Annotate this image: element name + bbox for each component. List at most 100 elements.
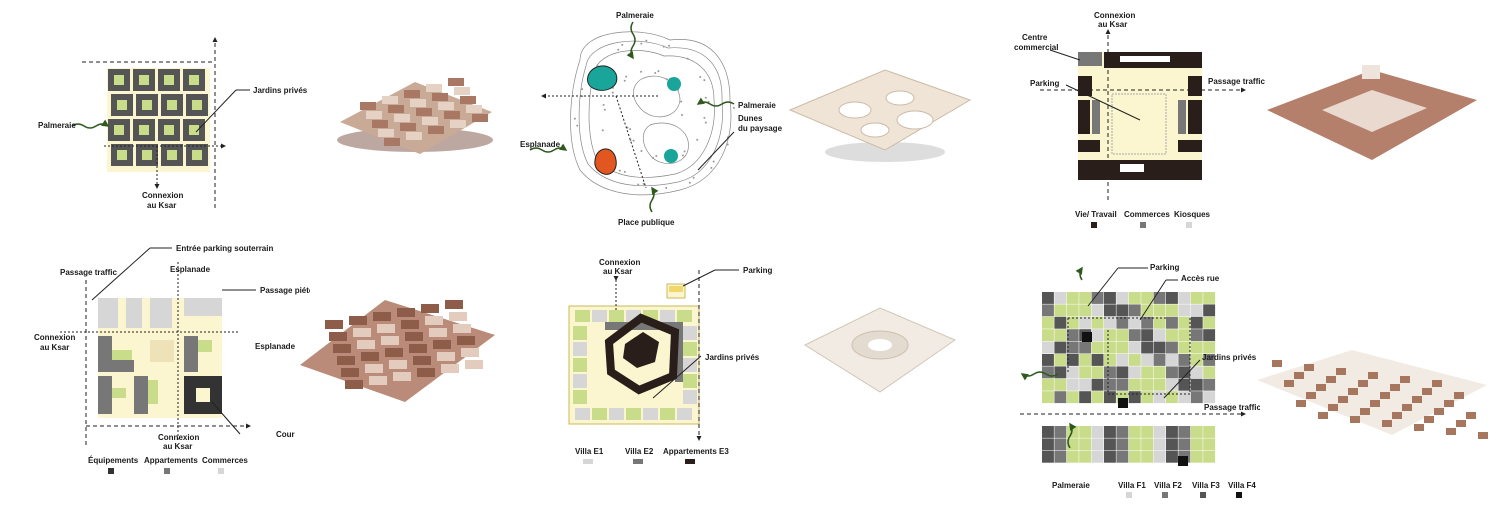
model-block [1422,388,1432,395]
model-block [1358,380,1368,387]
private-garden [139,75,149,85]
model-block [325,320,343,329]
model-block [1348,388,1358,395]
villa-cell [1066,341,1079,354]
villa-cell [1054,391,1067,404]
legend-appartements-e3: Appartements E3 [663,447,729,456]
palm-tree-dot [655,154,658,157]
villa-cell [1128,366,1141,379]
palm-tree-dot [686,57,689,60]
legend-commerces: Commerces [202,456,248,465]
villa-cell [1104,391,1116,404]
villa-cell [1066,378,1079,391]
model-block [1336,368,1346,375]
villa-cell [1079,366,1092,379]
label-esplanade: Esplanade [520,140,561,149]
palm-tree-dot [712,160,715,163]
model-block [466,105,482,113]
model-block [465,360,483,369]
model-block [385,348,403,357]
label-parking: Parking [1030,79,1059,88]
villa-cell [1141,378,1154,391]
villa-cell [1042,426,1054,438]
legend-swatch-villa-e2 [633,459,643,464]
legend-swatch-equipements [108,468,114,474]
label-au-ksar-left: au Ksar [40,343,69,352]
villa-cell [1153,354,1166,366]
villa-cell [1116,354,1129,366]
live-work-block [1178,140,1202,152]
villa-cell [1141,366,1154,379]
villa-cell [1091,354,1104,366]
villa-cell [1128,354,1141,366]
villa-cell [1203,391,1216,404]
villa-cell [1116,304,1129,317]
private-garden [164,125,174,135]
palm-tree-dot [603,108,606,111]
villa-f4-cell [1118,398,1128,408]
villa-cell [1054,366,1067,379]
model-block [393,372,411,381]
legend-equipements: Équipements [88,456,139,465]
model-block [1338,396,1348,403]
model-block [1326,376,1336,383]
garden [112,350,132,360]
diagram-6-grid: Parking Accès rue Jardins privés Passage… [1020,263,1260,498]
private-garden [192,100,202,110]
model-block [1382,420,1392,427]
palm-tree-dot [683,150,686,153]
villa-cell [1091,438,1104,451]
villa-cell [1128,341,1141,354]
commerce-block [98,298,118,328]
live-work-block [1078,100,1090,134]
villa-cell [1116,341,1129,354]
live-work-block [1188,76,1202,96]
model-block [353,328,371,337]
model-block [432,93,448,101]
model-block [378,129,394,137]
villa-cell [1153,438,1166,451]
villa-cell [1166,354,1178,366]
model-block [401,320,419,329]
model-photo-2 [788,69,972,162]
model-block [1466,412,1476,419]
villa-cell [1190,354,1203,366]
legend-swatch-villa-f2 [1162,492,1168,498]
diagram-3-centre: Connexion au Ksar Centre commercial Park… [1014,11,1265,228]
villa-cell [1178,426,1191,438]
legend-swatch-appartements-e3 [685,459,695,464]
villa-cell [1104,438,1116,451]
label-connexion: Connexion [1094,11,1135,20]
label-passage-traffic: Passage traffic [1208,77,1265,86]
model-block [416,108,432,116]
model-block [357,340,375,349]
villa-cell [1153,391,1166,404]
palm-tree-dot [618,169,621,172]
palm-tree-dot [652,156,655,159]
model-block [1402,404,1412,411]
villa-cell [1104,292,1116,304]
villa-cell [1166,450,1178,463]
villa-cell [1166,316,1178,329]
villa-cell [1116,450,1129,463]
model-block [413,356,431,365]
villa-cell [1091,329,1104,342]
villa [592,310,607,322]
palm-tree-dot [623,170,626,173]
villa-cell [1042,304,1054,317]
label-commercial: commercial [1014,43,1058,52]
palm-tree-dot [665,78,668,81]
villa-cell [1203,438,1216,451]
villa-cell [1141,426,1154,438]
legend-swatch-villa-f3 [1200,492,1206,498]
palm-tree-dot [668,44,671,47]
label-palmeraie-right: Palmeraie [738,101,776,110]
villa-cell [1104,378,1116,391]
villa-cell [1166,329,1178,342]
apartment-block [134,376,148,414]
private-garden [164,75,174,85]
villa-cell [1054,341,1067,354]
villa-cell [1128,329,1141,342]
model-block [369,376,387,385]
palm-tree-dot [632,139,635,142]
